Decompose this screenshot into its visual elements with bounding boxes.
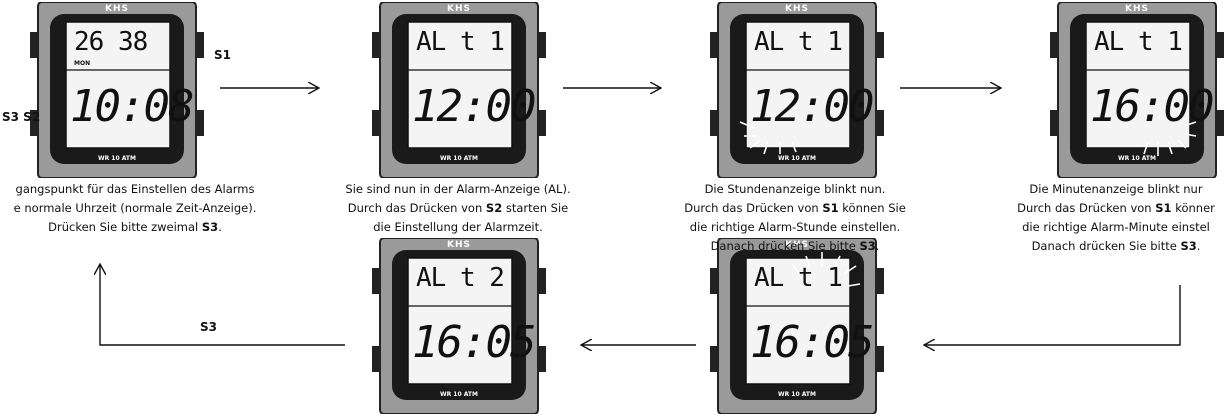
upper-display: AL t 1	[1094, 27, 1183, 57]
water-resistance: WR 10 ATM	[439, 391, 478, 398]
caption-step-1: gangspunkt für das Einstellen des Alarms…	[13, 182, 257, 234]
main-display: 10:08	[70, 81, 194, 132]
watch-step-4: KHS AL t 1 16:00 WR 10 ATM	[1050, 2, 1224, 178]
watch-body	[30, 2, 204, 178]
main-display: 12:00	[750, 81, 874, 132]
brand-logo: KHS	[1125, 4, 1149, 14]
watch-step-5: KHS AL t 1 16:05 WR 10 ATM	[710, 238, 884, 414]
watch-step-1: KHS 26 38 MON 10:08 WR 10 ATM	[30, 2, 204, 178]
water-resistance: WR 10 ATM	[777, 391, 816, 398]
arrow-6-to-1	[100, 265, 345, 346]
watch-body	[1050, 2, 1224, 178]
caption-step-4: Die Minutenanzeige blinkt nur Durch das …	[1017, 182, 1215, 253]
upper-display: AL t 1	[416, 27, 505, 57]
watch-step-2: KHS AL t 1 12:00 WR 10 ATM	[372, 2, 546, 178]
brand-logo: KHS	[447, 4, 471, 14]
water-resistance: WR 10 ATM	[1117, 155, 1156, 162]
water-resistance: WR 10 ATM	[777, 155, 816, 162]
main-display: 16:05	[412, 317, 536, 368]
caption-step-3: Die Stundenanzeige blinkt nun. Durch das…	[684, 182, 906, 253]
water-resistance: WR 10 ATM	[439, 155, 478, 162]
upper-display: AL t 1	[754, 263, 843, 293]
watch-step-6: KHS AL t 2 16:05 WR 10 ATM	[372, 238, 546, 414]
upper-display: AL t 2	[416, 263, 505, 293]
blink-rays-alarm	[791, 252, 861, 287]
brand-logo: KHS	[785, 4, 809, 14]
upper-display: AL t 1	[754, 27, 843, 57]
blink-rays-minutes	[1143, 121, 1197, 156]
button-label-s1: S1	[214, 48, 231, 62]
brand-logo: KHS	[447, 240, 471, 250]
button-label-s3-s2: S3 S2	[2, 110, 41, 124]
brand-logo: KHS	[105, 4, 129, 14]
main-display: 12:00	[412, 81, 536, 132]
arrow-4-to-5	[925, 285, 1181, 345]
watch-body	[710, 2, 884, 178]
watch-body	[710, 238, 884, 414]
main-display: 16:00	[1090, 81, 1214, 132]
day-indicator: MON	[74, 60, 91, 67]
caption-step-2: Sie sind nun in der Alarm-Anzeige (AL). …	[345, 182, 571, 234]
blink-rays-hours	[739, 121, 797, 155]
water-resistance: WR 10 ATM	[97, 155, 136, 162]
brand-logo: KHS	[785, 240, 809, 250]
loop-label-s3: S3	[200, 320, 217, 334]
main-display: 16:05	[750, 317, 874, 368]
watch-step-3: KHS AL t 1 12:00 WR 10 ATM	[710, 2, 884, 178]
watch-body	[372, 2, 546, 178]
watch-body	[372, 238, 546, 414]
upper-display: 26 38	[74, 27, 148, 57]
